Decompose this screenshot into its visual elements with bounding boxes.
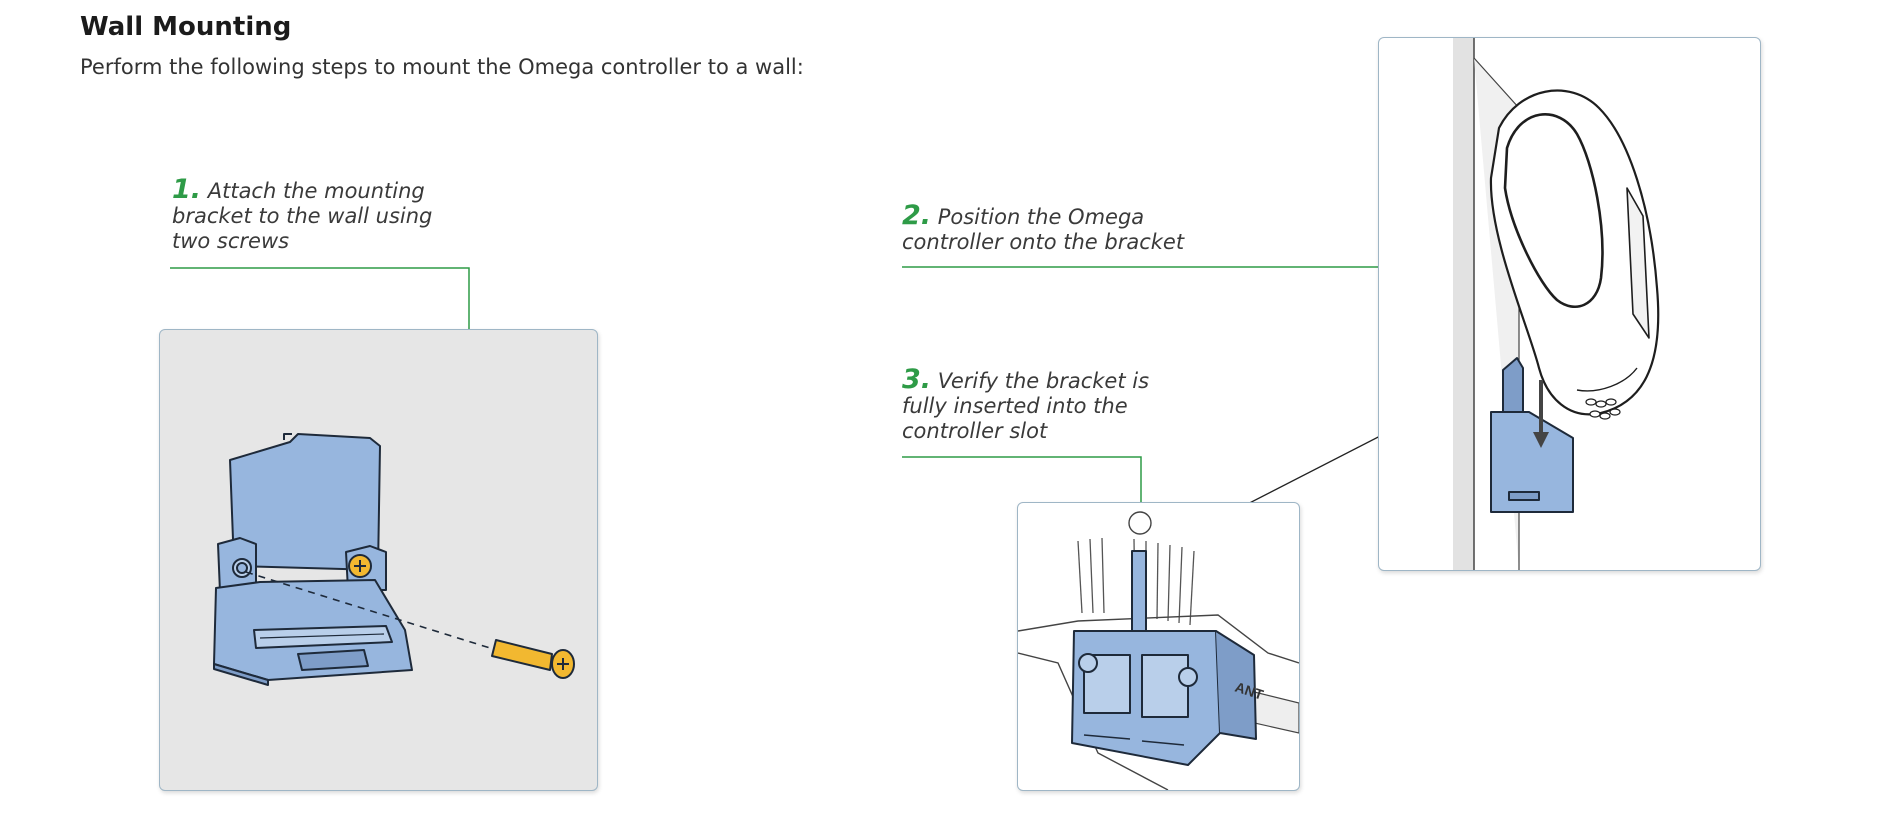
step-1-number: 1. [172, 174, 202, 205]
controller-illustration-panel [1378, 37, 1761, 571]
mounting-bracket-illustration [213, 433, 575, 686]
step-3-number: 3. [902, 364, 932, 395]
bracket-illustration-panel [159, 329, 598, 791]
bracket-detail-panel: ANT [1017, 502, 1300, 791]
step-1-caption: 1. Attach the mounting bracket to the wa… [172, 174, 462, 254]
page-title: Wall Mounting [80, 12, 292, 42]
intro-text: Perform the following steps to mount the… [80, 55, 804, 79]
step-3-caption: 3. Verify the bracket is fully inserted … [902, 364, 1162, 444]
step-2-number: 2. [902, 200, 932, 231]
bracket-slot-detail-illustration: ANT [1018, 511, 1299, 790]
step-3-text: Verify the bracket is fully inserted int… [902, 369, 1150, 443]
step-2-caption: 2. Position the Omega controller onto th… [902, 200, 1222, 255]
omega-controller-illustration [1453, 38, 1660, 570]
step-2-text: Position the Omega controller onto the b… [902, 205, 1185, 254]
step-1-text: Attach the mounting bracket to the wall … [172, 179, 433, 253]
